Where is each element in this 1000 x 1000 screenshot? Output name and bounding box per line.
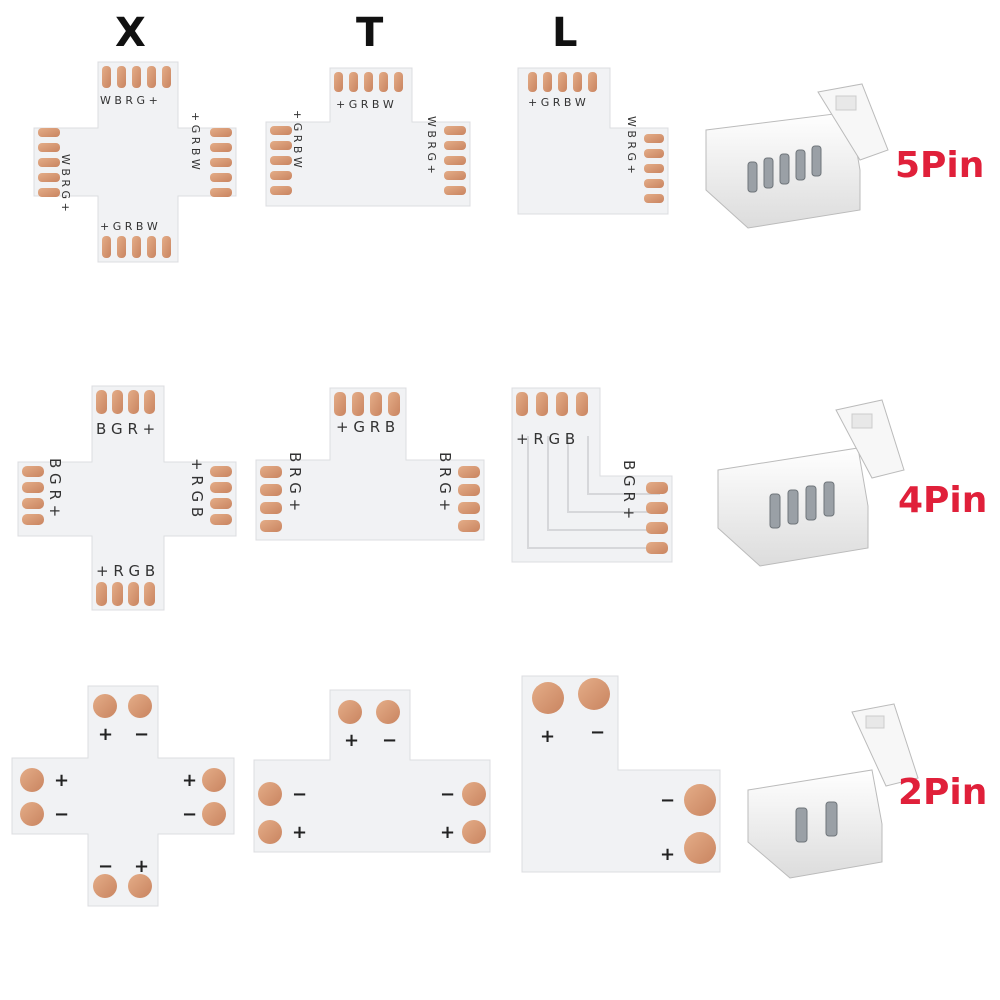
clip-connector-5pin xyxy=(705,83,889,229)
t4-right-labels: B R G + xyxy=(436,452,454,511)
x2-left-plus: + xyxy=(54,770,69,791)
l2-right-plus: + xyxy=(660,844,675,865)
l2-right-minus: − xyxy=(660,790,675,811)
label-5pin: 5Pin xyxy=(895,145,985,186)
x5-top-labels: W B R G + xyxy=(100,94,158,107)
x-2pin-board: + − − + + − + − xyxy=(11,685,235,907)
l5-right-labels: W B R G + xyxy=(625,116,638,174)
t2-right-plus: + xyxy=(440,822,455,843)
l4-right-labels: B G R + xyxy=(620,460,638,519)
x2-right-plus: + xyxy=(182,770,197,791)
l2-top-plus: + xyxy=(540,726,555,747)
x2-left-minus: − xyxy=(54,804,69,825)
header-l: L xyxy=(552,10,578,56)
clip-connector-4pin xyxy=(717,399,905,567)
l-2pin-board: + − − + xyxy=(521,675,721,873)
clip-connector-2pin xyxy=(747,703,919,879)
t2-right-minus: − xyxy=(440,784,455,805)
l2-top-minus: − xyxy=(590,722,605,743)
x2-right-minus: − xyxy=(182,804,197,825)
l4-top-labels: + R G B xyxy=(516,430,575,448)
x2-bottom-minus: − xyxy=(98,856,113,877)
t2-top-minus: − xyxy=(382,730,397,751)
t-2pin-board: + − − + − + xyxy=(253,689,491,853)
t5-left-labels: + G R B W xyxy=(291,110,304,168)
x2-top-plus: + xyxy=(98,724,113,745)
label-4pin: 4Pin xyxy=(898,480,988,521)
t-5pin-board: + G R B W + G R B W W B R G + xyxy=(265,67,471,207)
label-2pin: 2Pin xyxy=(898,772,988,813)
x4-top-labels: B G R + xyxy=(96,420,155,438)
l-4pin-board: + R G B B G R + xyxy=(511,387,673,563)
x4-left-labels: B G R + xyxy=(46,458,64,517)
l5-top-labels: + G R B W xyxy=(528,96,586,109)
t2-left-minus: − xyxy=(292,784,307,805)
t4-left-labels: B R G + xyxy=(286,452,304,511)
x-4pin-board: B G R + + R G B B G R + + R G B xyxy=(17,385,237,611)
x4-right-labels: + R G B xyxy=(188,458,206,517)
x2-bottom-plus: + xyxy=(134,856,149,877)
x-5pin-board: W B R G + + G R B W W B R G + + G R B W xyxy=(33,61,237,263)
t5-top-labels: + G R B W xyxy=(336,98,394,111)
x5-left-labels: W B R G + xyxy=(59,154,72,212)
t2-left-plus: + xyxy=(292,822,307,843)
l-5pin-board: + G R B W W B R G + xyxy=(517,67,669,215)
t-4pin-board: + G R B B R G + B R G + xyxy=(255,387,485,541)
t4-top-labels: + G R B xyxy=(336,418,395,436)
x2-top-minus: − xyxy=(134,724,149,745)
header-t: T xyxy=(356,10,384,56)
t5-right-labels: W B R G + xyxy=(425,116,438,174)
x4-bottom-labels: + R G B xyxy=(96,562,155,580)
t2-top-plus: + xyxy=(344,730,359,751)
x5-right-labels: + G R B W xyxy=(189,112,202,170)
header-x: X xyxy=(115,10,146,56)
x5-bottom-labels: + G R B W xyxy=(100,220,158,233)
